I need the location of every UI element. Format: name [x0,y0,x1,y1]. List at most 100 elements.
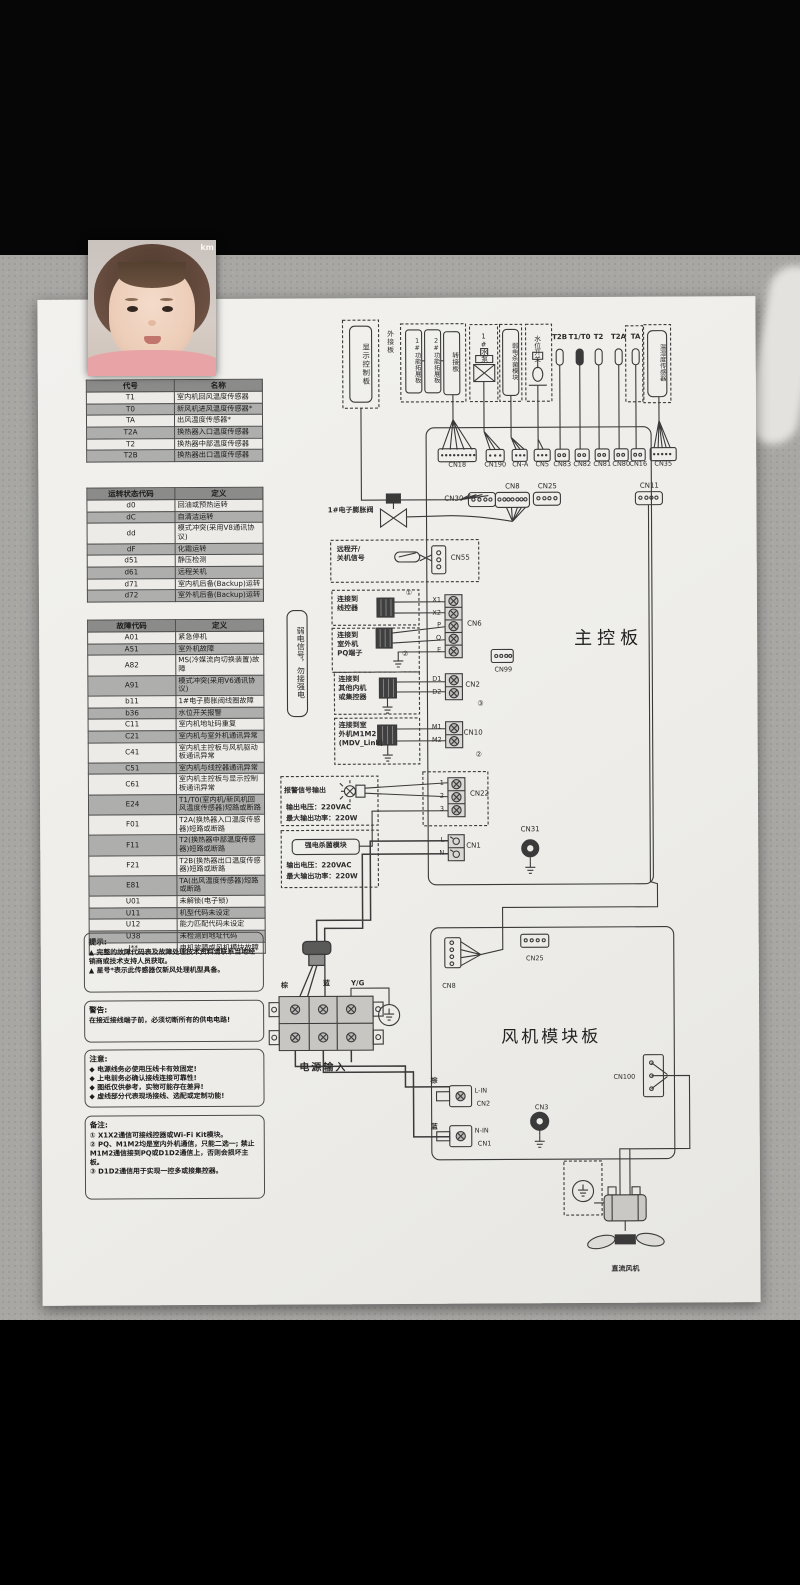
term-x1: X1 [432,595,441,604]
motor-ground-symbol [564,1161,604,1215]
alarm-title: 报警信号输出 [283,786,326,795]
video-watermark: km [200,243,214,252]
warning-note-box: 警告: 在接近接线端子前，必须切断所有的供电电路! [84,999,265,1043]
alarm-power: 最大输出功率：220W [286,814,358,823]
strong-sterilizer-label: 强电杀菌模块 [304,841,347,850]
mark-2a: ② [402,649,409,658]
display-board-label: 显示控制板 [361,342,371,386]
cn35-label: CN35 [654,459,673,468]
strong-voltage: 输出电压：220VAC [286,861,352,870]
term-2: 2 [439,791,444,800]
power-plug-symbol [299,941,331,998]
yg-wire-label: Y/G [350,979,365,988]
col-header: 名称 [174,379,263,392]
baby-mouth [144,336,161,344]
other-indoor-box [334,672,445,715]
fanboard-cn1-label: CN1 [477,1139,492,1148]
weak-signal-note-box [287,610,308,716]
func-board2-label: 2#功能拓展板 [432,338,440,384]
sensor-label-ta: TA [630,332,641,341]
water-level-label: 水位开关 [532,335,541,363]
term-x2: X2 [432,608,442,617]
power-terminal-block [269,996,383,1063]
external-board-label: 外接板 [386,330,395,355]
fanboard-cn25-label: CN25 [525,954,544,963]
term-m1: M1 [431,722,442,731]
pip-video-overlay[interactable]: km [88,240,216,376]
cn25-label: CN25 [537,482,557,491]
weak-sterilizer-label: 弱电杀菌模块 [510,342,518,381]
cn31-connector [522,840,539,874]
cn10-label: CN10 [463,728,483,737]
comm-wire-cn11 [458,505,657,966]
brown-wire-label: 棕 [280,981,288,990]
cn31-label: CN31 [520,825,540,834]
fanboard-cn8-label: CN8 [442,981,456,990]
lin-label: L-IN [474,1086,488,1095]
temp-humidity-label: 温湿度传感器 [658,343,666,382]
remote-onoff-label: 远程开/ 关机信号 [336,545,365,563]
mark-2b: ② [475,750,482,759]
remark-note-box: 备注: ① X1X2通信可接线控器或Wi-Fi Kit模块。 ② PQ、M1M2… [84,1114,266,1200]
term-p: P [437,620,442,629]
col-header: 定义 [174,487,263,500]
remark-title: 备注: [89,1120,108,1130]
fanboard-nin-terminal [437,1126,472,1147]
adapter-board-label: 转接板 [450,351,459,372]
remark-line: ② PQ、M1M2均是室内外机通信，只能二选一; 禁止M1M2通信接到PQ或D1… [89,1139,255,1167]
outdoor-pq-box [332,627,445,673]
tips-title: 提示: [88,937,107,947]
term-q: Q [436,633,442,642]
pump-label: 1#水泵 [479,332,488,363]
term-l: L [440,835,445,844]
main-board-title: 主控板 [574,627,644,650]
power-input-label: 电源输入 [299,1062,348,1074]
bottom-letterbox [0,1320,800,1585]
conn-box3-label: 连接到 其他内机 或集控器 [338,675,367,701]
attention-line: ◆ 虚线部分代表现场接线、选配或定制功能! [89,1091,225,1101]
temp-humidity-sensor-symbol [644,325,672,448]
weak-signal-warning-label: 弱电信号，勿接强电 [296,626,306,699]
cn22-label: CN22 [469,789,490,798]
conn-box2-label: 连接到 室外机 PQ端子 [337,631,363,657]
fanboard-blue-label: 蓝 [430,1122,438,1131]
baby-eye [162,306,173,312]
cn1-main-label: CN1 [466,841,481,850]
tips-note-box: 提示: ▲ 完整的故障代码表及故障处理技术资料请联系当地经销商或技术支持人员获取… [83,931,264,993]
warning-line: 在接近接线端子前，必须切断所有的供电电路! [89,1015,231,1025]
sensor-symbols [556,326,643,449]
cn6-label: CN6 [467,619,482,628]
extension-board-group-symbol [401,324,473,450]
cn18-label: CN18 [448,460,467,469]
fanboard-cn8-connector [445,938,461,968]
brown-blue-wires-to-fanboard [295,1062,449,1138]
expansion-valve-symbol [380,493,525,527]
fan-board-outline [431,927,675,1160]
wired-controller-box [332,590,445,626]
term-3: 3 [439,804,445,813]
power-ground-symbol [351,988,401,1027]
mark-1: ① [405,588,413,597]
cn6-terminal-block [445,595,462,658]
